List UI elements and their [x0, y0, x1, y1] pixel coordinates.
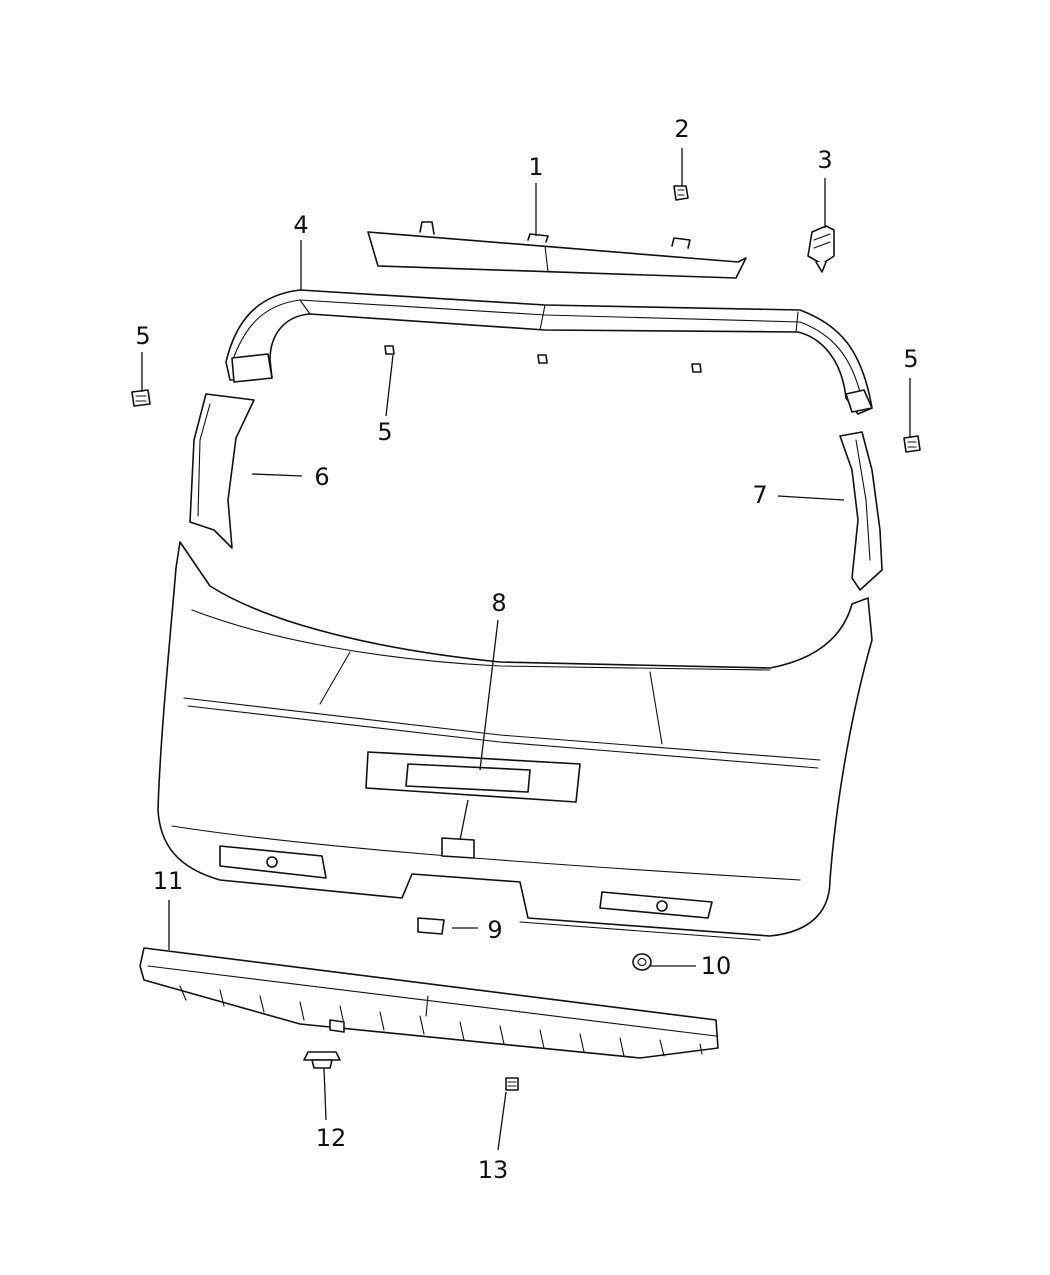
- part-6-left-pillar-trim: [189, 393, 255, 549]
- callout-10: 10: [701, 952, 732, 980]
- callout-2: 2: [674, 115, 689, 143]
- callout-9: 9: [487, 916, 502, 944]
- callout-12: 12: [316, 1124, 347, 1152]
- callout-8: 8: [491, 589, 506, 617]
- part-1-header-trim: [367, 221, 747, 279]
- callout-7: 7: [752, 481, 767, 509]
- callout-11: 11: [153, 867, 184, 895]
- callout-5-center: 5: [377, 418, 392, 446]
- part-12-plug: [303, 1051, 341, 1069]
- part-8-liftgate-panel: [157, 541, 873, 941]
- part-7-right-pillar-trim: [839, 431, 883, 591]
- part-4-upper-frame: [225, 289, 873, 415]
- part-3-bracket: [807, 225, 835, 273]
- callout-5-right: 5: [903, 345, 918, 373]
- part-13-clip: [505, 1077, 519, 1091]
- callout-13: 13: [478, 1156, 509, 1184]
- part-2-clip: [673, 185, 689, 201]
- part-11-lower-sill: [139, 947, 719, 1059]
- part-5-clips: [131, 345, 921, 453]
- callout-4: 4: [293, 211, 308, 239]
- callout-3: 3: [817, 146, 832, 174]
- part-10-fastener: [632, 953, 652, 971]
- part-9-plug: [417, 917, 445, 935]
- callout-5-left: 5: [135, 322, 150, 350]
- leader-lines: [141, 148, 911, 1151]
- callout-labels: 1 2 3 4 5 5 5 6 7 8 9 10 11 12 13: [135, 115, 918, 1184]
- callout-1: 1: [528, 153, 543, 181]
- callout-6: 6: [314, 463, 329, 491]
